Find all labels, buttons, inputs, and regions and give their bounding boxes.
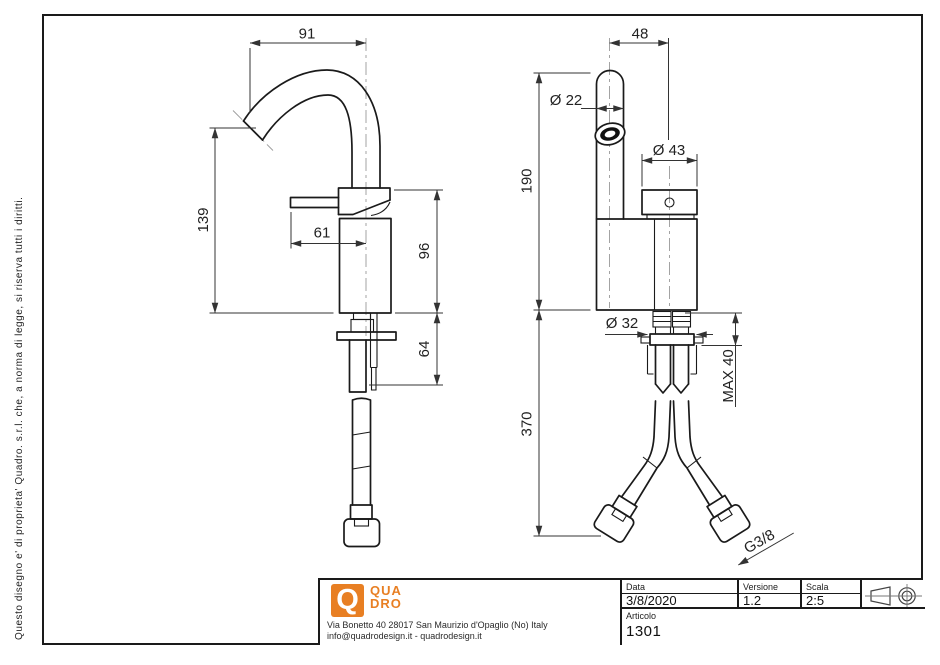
hose-nut-side xyxy=(343,518,381,548)
faucet-body-side xyxy=(338,217,392,314)
company-name-line1: QUA xyxy=(370,583,402,598)
field-version-value: 1.2 xyxy=(743,593,762,608)
dim-base-diameter: Ø 32 xyxy=(606,315,639,332)
logo-q-mark: Q xyxy=(336,584,359,616)
drawing-frame xyxy=(42,14,923,645)
dim-max-counter-thickness: MAX 40 xyxy=(720,349,737,402)
field-date-label: Data xyxy=(622,580,737,594)
title-block-fields: Data 3/8/2020 Versione 1.2 Scala 2:5 xyxy=(622,580,925,645)
field-article-value: 1301 xyxy=(626,623,662,640)
field-version: Versione 1.2 xyxy=(739,580,802,608)
aerator-outlet xyxy=(594,122,626,146)
faucet-body-front xyxy=(595,218,698,311)
company-name-line2: DRO xyxy=(370,596,402,611)
field-date-value: 3/8/2020 xyxy=(626,593,677,608)
field-version-label: Versione xyxy=(739,580,800,594)
dim-body-height: 96 xyxy=(416,243,433,260)
dim-spout-reach: 91 xyxy=(299,26,316,43)
dim-spout-height: 139 xyxy=(195,207,212,232)
title-block: Q QUA DRO Via Bonetto 40 28017 San Mauri… xyxy=(318,578,925,645)
dim-spout-offset: 48 xyxy=(632,26,649,43)
field-date: Data 3/8/2020 xyxy=(622,580,739,608)
company-address: Via Bonetto 40 28017 San Maurizio d'Opag… xyxy=(327,620,548,642)
field-scale-label: Scala xyxy=(802,580,860,594)
field-scale-value: 2:5 xyxy=(806,593,825,608)
front-view: 48 Ø 22 Ø 43 190 370 Ø 32 MAX 40 G3/8 xyxy=(519,26,794,566)
dim-shank-length: 64 xyxy=(416,341,433,358)
dim-spout-diameter: Ø 22 xyxy=(550,92,583,109)
company-cell: Q QUA DRO Via Bonetto 40 28017 San Mauri… xyxy=(320,580,622,645)
address-line2: info@quadrodesign.it - quadrodesign.it xyxy=(327,631,482,641)
mounting-flange-front xyxy=(649,333,695,346)
address-line1: Via Bonetto 40 28017 San Maurizio d'Opag… xyxy=(327,620,548,630)
quadro-logo: Q xyxy=(331,584,364,617)
dim-total-height: 190 xyxy=(519,168,536,193)
company-name: QUA DRO xyxy=(370,584,402,610)
mounting-flange xyxy=(336,331,397,341)
flex-hose-side xyxy=(351,397,372,506)
dim-hose-drop: 370 xyxy=(519,411,536,436)
handle-lever xyxy=(289,196,340,209)
dim-handle-length: 61 xyxy=(314,225,331,242)
field-article: Articolo 1301 xyxy=(622,609,925,645)
side-view: 91 139 61 96 64 xyxy=(195,26,443,548)
first-angle-projection-icon xyxy=(865,584,922,607)
dim-knob-diameter: Ø 43 xyxy=(653,142,686,159)
field-scale: Scala 2:5 xyxy=(802,580,862,608)
flex-hoses-front xyxy=(593,400,751,543)
field-article-label: Articolo xyxy=(626,611,657,621)
projection-symbol-cell xyxy=(862,580,925,607)
spout-column xyxy=(595,69,625,220)
